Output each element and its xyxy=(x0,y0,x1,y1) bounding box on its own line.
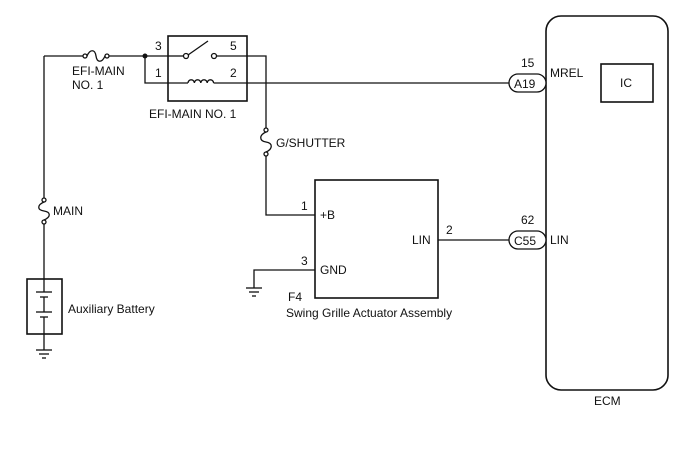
ecm-ic-box xyxy=(600,63,654,103)
efi-main-fuse-label-line2: NO. 1 xyxy=(72,78,104,92)
actuator-pin-b-name: +B xyxy=(320,208,335,222)
ground-icon xyxy=(36,349,52,359)
battery-label: Auxiliary Battery xyxy=(68,302,155,316)
ecm-box xyxy=(545,15,669,391)
g-shutter-fuse-label: G/SHUTTER xyxy=(276,136,346,150)
actuator-pin-lin-number: 2 xyxy=(446,223,453,237)
actuator-box xyxy=(314,179,439,299)
main-fuse: MAIN xyxy=(38,197,83,225)
connector-c55-label: C55 xyxy=(514,234,536,248)
actuator-pin-lin-name: LIN xyxy=(412,233,431,247)
relay-box xyxy=(167,35,248,102)
swing-grille-actuator: 1 +B 3 GND 2 LIN F4 Swing Grille Actuato… xyxy=(286,179,453,320)
connector-c55: C55 62 xyxy=(508,213,547,250)
actuator-label: Swing Grille Actuator Assembly xyxy=(286,306,452,320)
relay-label: EFI-MAIN NO. 1 xyxy=(149,107,237,121)
connector-a19-pin: 15 xyxy=(521,56,535,70)
efi-main-fuse: EFI-MAIN NO. 1 xyxy=(72,50,125,92)
auxiliary-battery: Auxiliary Battery xyxy=(26,278,155,335)
connector-c55-pin: 62 xyxy=(521,213,535,227)
efi-main-fuse-label: EFI-MAIN xyxy=(72,64,125,78)
ecm-lin-signal: LIN xyxy=(550,233,569,247)
main-fuse-label: MAIN xyxy=(53,204,83,218)
g-shutter-fuse: G/SHUTTER xyxy=(260,127,346,157)
actuator-code: F4 xyxy=(288,290,302,304)
wire-junction-dot xyxy=(142,53,148,59)
ecm-mrel-signal: MREL xyxy=(550,66,584,80)
ground-icon xyxy=(246,287,262,297)
actuator-pin-gnd-number: 3 xyxy=(301,254,308,268)
connector-a19: A19 15 xyxy=(508,56,547,93)
actuator-pin-b-number: 1 xyxy=(301,199,308,213)
ecm-ic-label: IC xyxy=(620,76,632,90)
connector-a19-label: A19 xyxy=(514,77,536,91)
ecm-label: ECM xyxy=(594,394,621,408)
relay-pin-5: 5 xyxy=(230,39,237,53)
efi-main-relay: 3 5 1 2 EFI-MAIN NO. 1 xyxy=(149,35,248,121)
actuator-pin-gnd-name: GND xyxy=(320,263,347,277)
relay-pin-1: 1 xyxy=(155,66,162,80)
relay-pin-3: 3 xyxy=(155,39,162,53)
ecm: IC MREL LIN ECM xyxy=(545,15,669,408)
relay-pin-2: 2 xyxy=(230,66,237,80)
